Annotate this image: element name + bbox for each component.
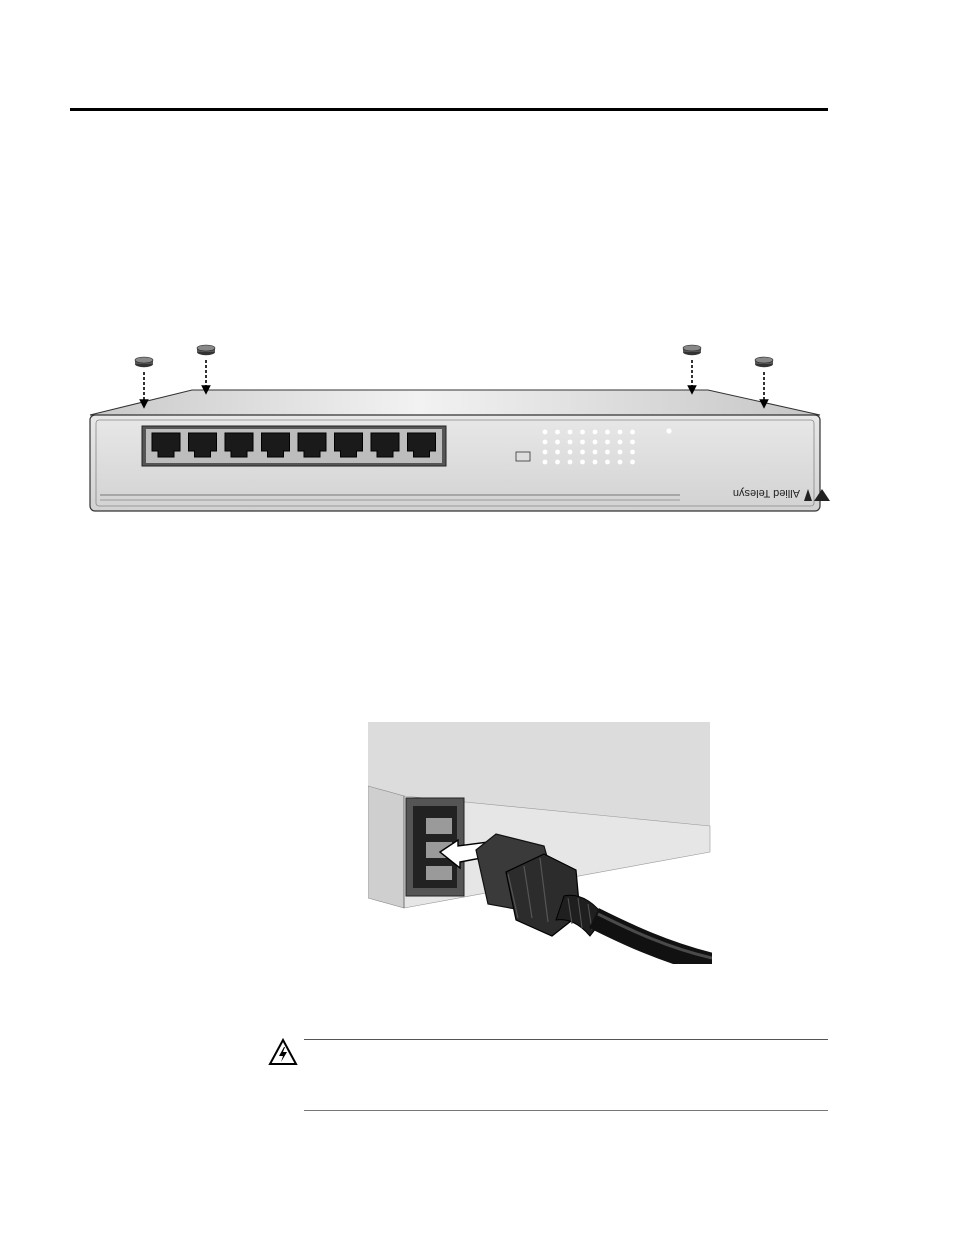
- rubber-foot-2: [197, 345, 215, 390]
- port-led: [555, 440, 560, 445]
- port-led: [543, 460, 548, 465]
- port-led: [630, 440, 635, 445]
- port-led: [593, 440, 598, 445]
- port-led: [618, 450, 623, 455]
- rubber-foot-3: [683, 345, 701, 390]
- warning-rule-bottom: [304, 1110, 828, 1111]
- port-led: [568, 440, 573, 445]
- rubber-foot-1: [135, 357, 153, 404]
- port-led: [618, 460, 623, 465]
- port-led: [555, 430, 560, 435]
- port-led: [630, 450, 635, 455]
- port-led: [605, 450, 610, 455]
- chassis-side: [368, 786, 404, 908]
- power-cord-figure: [368, 722, 712, 964]
- port-led: [593, 460, 598, 465]
- port-led: [630, 460, 635, 465]
- port-led: [593, 430, 598, 435]
- port-led: [580, 430, 585, 435]
- port-led: [580, 460, 585, 465]
- port-led: [605, 430, 610, 435]
- electrical-hazard-icon: [268, 1038, 298, 1066]
- switch-front-figure: Allied Telesyn: [80, 340, 840, 520]
- port-led: [543, 440, 548, 445]
- port-led: [543, 450, 548, 455]
- header-rule: [70, 108, 828, 111]
- port-led: [543, 430, 548, 435]
- port-led: [555, 450, 560, 455]
- warning-rule-top: [304, 1039, 828, 1040]
- svg-text:Allied Telesyn: Allied Telesyn: [733, 487, 800, 499]
- switch-top-surface: [90, 390, 820, 415]
- port-led: [630, 430, 635, 435]
- port-bay: [142, 426, 446, 466]
- port-led: [593, 450, 598, 455]
- port-led: [605, 460, 610, 465]
- port-led: [605, 440, 610, 445]
- port-led: [568, 450, 573, 455]
- port-led: [618, 440, 623, 445]
- port-led: [568, 430, 573, 435]
- port-led: [568, 460, 573, 465]
- power-led: [666, 428, 671, 433]
- port-led: [580, 440, 585, 445]
- port-led: [618, 430, 623, 435]
- port-led: [580, 450, 585, 455]
- rubber-foot-4: [755, 357, 773, 404]
- port-led: [555, 460, 560, 465]
